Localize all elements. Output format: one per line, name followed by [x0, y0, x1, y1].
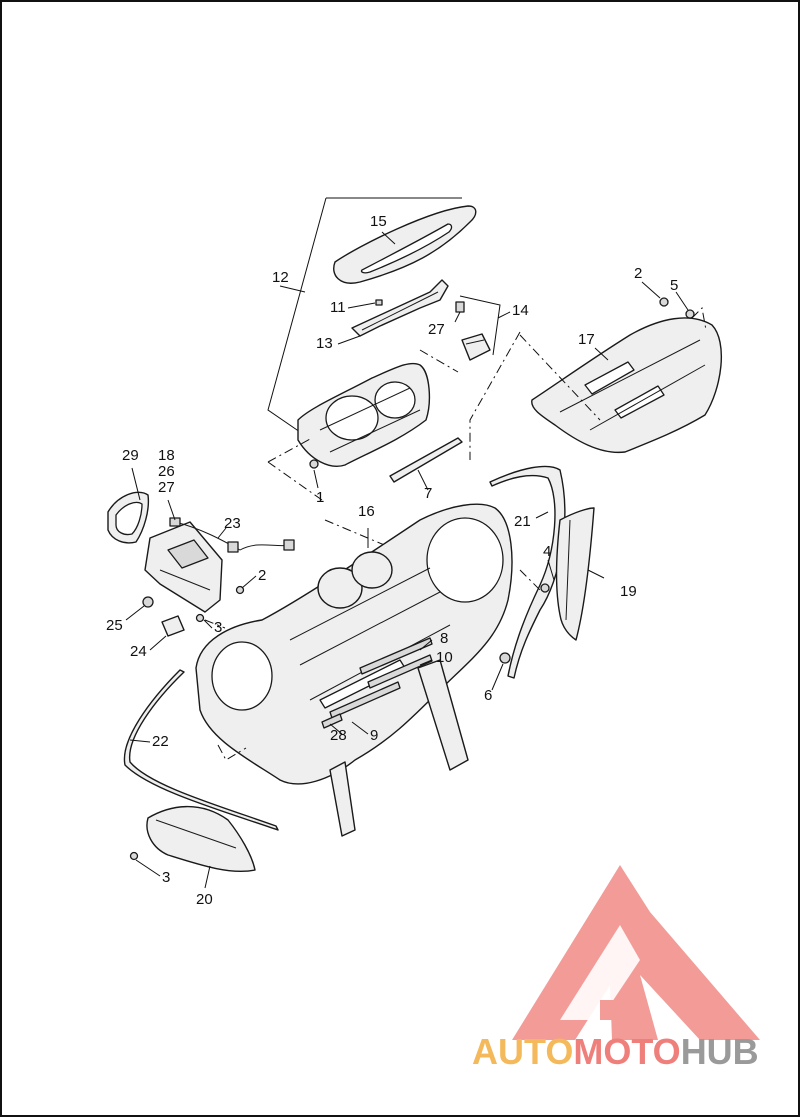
part-22-trim	[123, 669, 279, 831]
part-14-switch	[461, 333, 491, 361]
part-20-lower-cover	[146, 805, 256, 873]
callout-26: 26	[158, 463, 175, 480]
part-6-fastener	[499, 652, 511, 664]
part-7-strip	[389, 437, 463, 483]
part-15-top-cap	[333, 205, 477, 284]
callout-16: 16	[358, 503, 375, 520]
watermark-text: AUTOMOTOHUB	[472, 1031, 759, 1072]
callout-25: 25	[106, 617, 123, 634]
leader-lines	[125, 231, 689, 889]
callout-10: 10	[436, 649, 453, 666]
callout-24: 24	[130, 643, 147, 660]
logo-triangle-cut	[560, 925, 640, 1020]
callout-27-top: 27	[428, 321, 445, 338]
callout-9: 9	[370, 727, 378, 744]
part-24-speaker	[161, 615, 185, 637]
callout-13: 13	[316, 335, 333, 352]
callout-5: 5	[670, 277, 678, 294]
part-19-side-panel	[555, 507, 595, 641]
callout-2-top: 2	[634, 265, 642, 282]
callout-3-left: 3	[214, 619, 222, 636]
callout-8: 8	[440, 630, 448, 647]
dash-line-1	[267, 437, 323, 501]
callout-29: 29	[122, 447, 139, 464]
part-12-gauge-housing	[297, 362, 431, 467]
callout-6: 6	[484, 687, 492, 704]
part-18-26-27-radio-unit	[144, 521, 223, 613]
callout-20: 20	[196, 891, 213, 908]
part-25-nut	[142, 596, 154, 608]
callout-19: 19	[620, 583, 637, 600]
logo-triangle-outer	[512, 865, 760, 1040]
dash-line-6	[204, 619, 226, 629]
part-3-screw-lower	[129, 851, 139, 861]
dash-line-3	[691, 306, 707, 331]
callout-18: 18	[158, 447, 175, 464]
part-28-strip	[321, 713, 343, 729]
callout-23: 23	[224, 515, 241, 532]
callout-12: 12	[272, 269, 289, 286]
bracket-12-line	[267, 197, 327, 433]
dash-line-5	[519, 569, 541, 591]
part-17-inner-panel	[531, 317, 722, 454]
callout-15: 15	[370, 213, 387, 230]
part-10-strip	[367, 654, 433, 689]
callout-labels: 15 12 11 13 27 14 17 2 5 1 7 16 21 4 19 …	[106, 213, 678, 908]
bracket-14-line	[459, 295, 501, 356]
callout-17: 17	[578, 331, 595, 348]
part-9-strip	[329, 681, 401, 719]
callout-1: 1	[316, 489, 324, 506]
callout-14: 14	[512, 302, 529, 319]
part-29-mirror-cover	[107, 491, 150, 544]
watermark-logo	[512, 865, 760, 1040]
part-21-trim	[489, 465, 566, 679]
callout-3-lower: 3	[162, 869, 170, 886]
callout-21: 21	[514, 513, 531, 530]
part-23-harness	[169, 517, 295, 553]
dash-line-2	[419, 331, 521, 460]
part-1-screw	[309, 459, 319, 469]
dash-line-4	[324, 334, 601, 561]
dash-line-7	[217, 744, 247, 761]
callout-27-left: 27	[158, 479, 175, 496]
fairing-bracket-legs	[329, 659, 469, 837]
part-2-screw-left	[235, 585, 245, 595]
part-8-strip	[359, 637, 433, 675]
part-11-clip	[375, 299, 383, 306]
part-16-outer-fairing	[195, 503, 513, 785]
logo-triangle-inner	[600, 1000, 640, 1020]
part-4-clip	[540, 583, 550, 593]
callout-28: 28	[330, 727, 347, 744]
callout-7: 7	[424, 485, 432, 502]
part-27-connector-top	[455, 301, 465, 313]
callout-22: 22	[152, 733, 169, 750]
callout-11: 11	[330, 299, 346, 316]
part-3-screw-left	[195, 613, 205, 623]
callout-2-left: 2	[258, 567, 266, 584]
part-13-bracket	[351, 279, 449, 337]
callout-4: 4	[543, 543, 551, 560]
part-5-screw	[685, 309, 695, 319]
part-2-screw-top	[659, 297, 669, 307]
